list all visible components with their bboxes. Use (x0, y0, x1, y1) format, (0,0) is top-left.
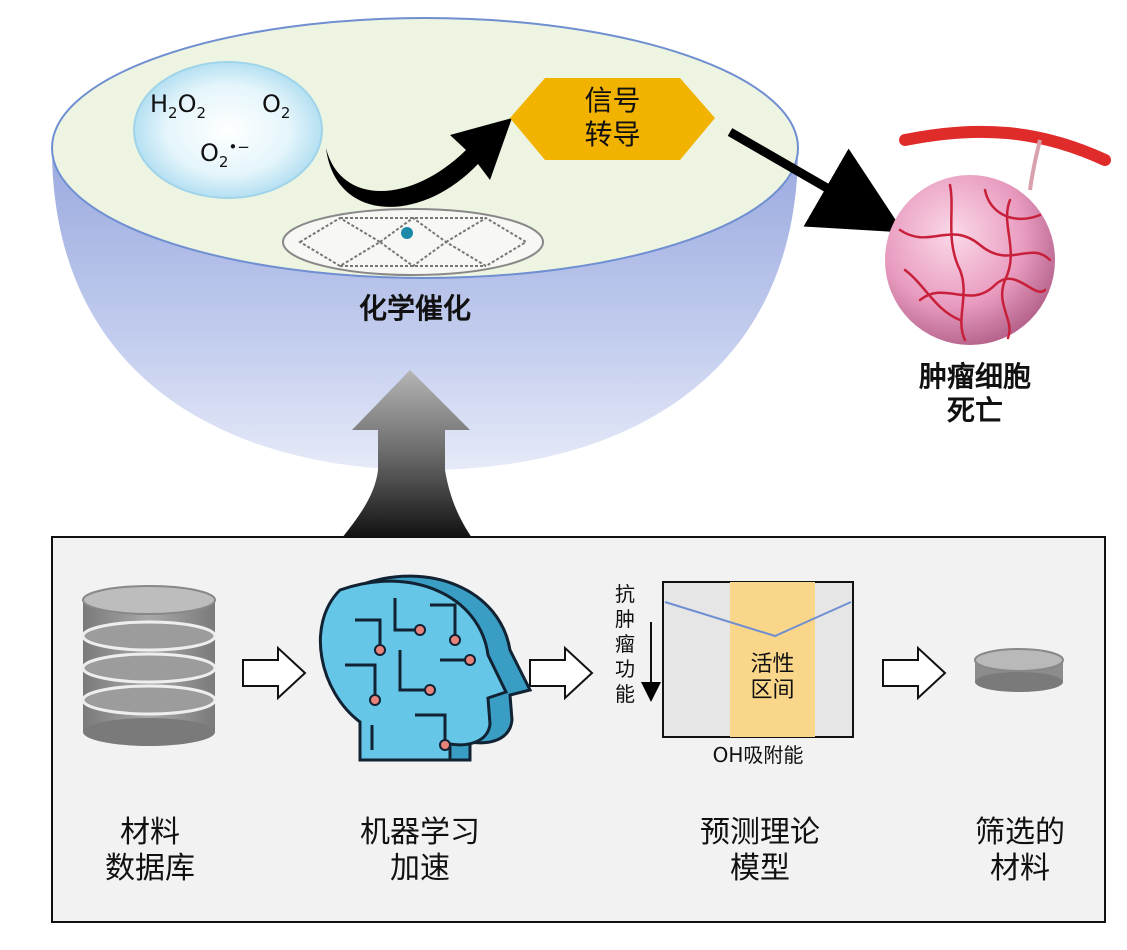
step-label-machine-learning: 机器学习 加速 (360, 815, 480, 886)
model-y-axis-label: 抗 肿 瘤 功 能 (615, 582, 635, 706)
step-label-prediction-model: 预测理论 模型 (700, 815, 820, 886)
o2-label: O2 (262, 90, 291, 122)
arrow-to-tumor-icon (727, 128, 904, 233)
pipeline-panel (51, 536, 1106, 923)
flow-arrow-1-icon (242, 645, 307, 701)
step-label-screened-material: 筛选的 材料 (975, 815, 1065, 886)
signal-transduction-label: 信号 转导 (584, 84, 641, 151)
step-label-database: 材料 数据库 (105, 815, 195, 886)
ros-droplet (133, 61, 323, 199)
flow-arrow-3-icon (882, 645, 947, 701)
tumor-death-label: 肿瘤细胞 死亡 (918, 360, 1031, 427)
graphene-sheet-icon (282, 208, 544, 276)
superoxide-label: O2•− (200, 138, 250, 171)
h2o2-label: H2O2 (150, 90, 207, 122)
upward-arrow-icon (342, 370, 472, 538)
signal-octagon (510, 78, 715, 160)
catalysis-label: 化学催化 (358, 292, 471, 325)
flow-arrow-2-icon (529, 645, 594, 701)
tumor-cell-icon (885, 125, 1111, 345)
ai-head-icon (318, 574, 533, 762)
curved-arrow-icon (326, 118, 512, 207)
database-icon (81, 585, 217, 746)
screened-material-icon (974, 648, 1064, 692)
model-x-axis-label: OH吸附能 (712, 743, 804, 767)
prediction-model-chart (641, 581, 854, 738)
active-region-label: 活性 区间 (750, 652, 795, 704)
